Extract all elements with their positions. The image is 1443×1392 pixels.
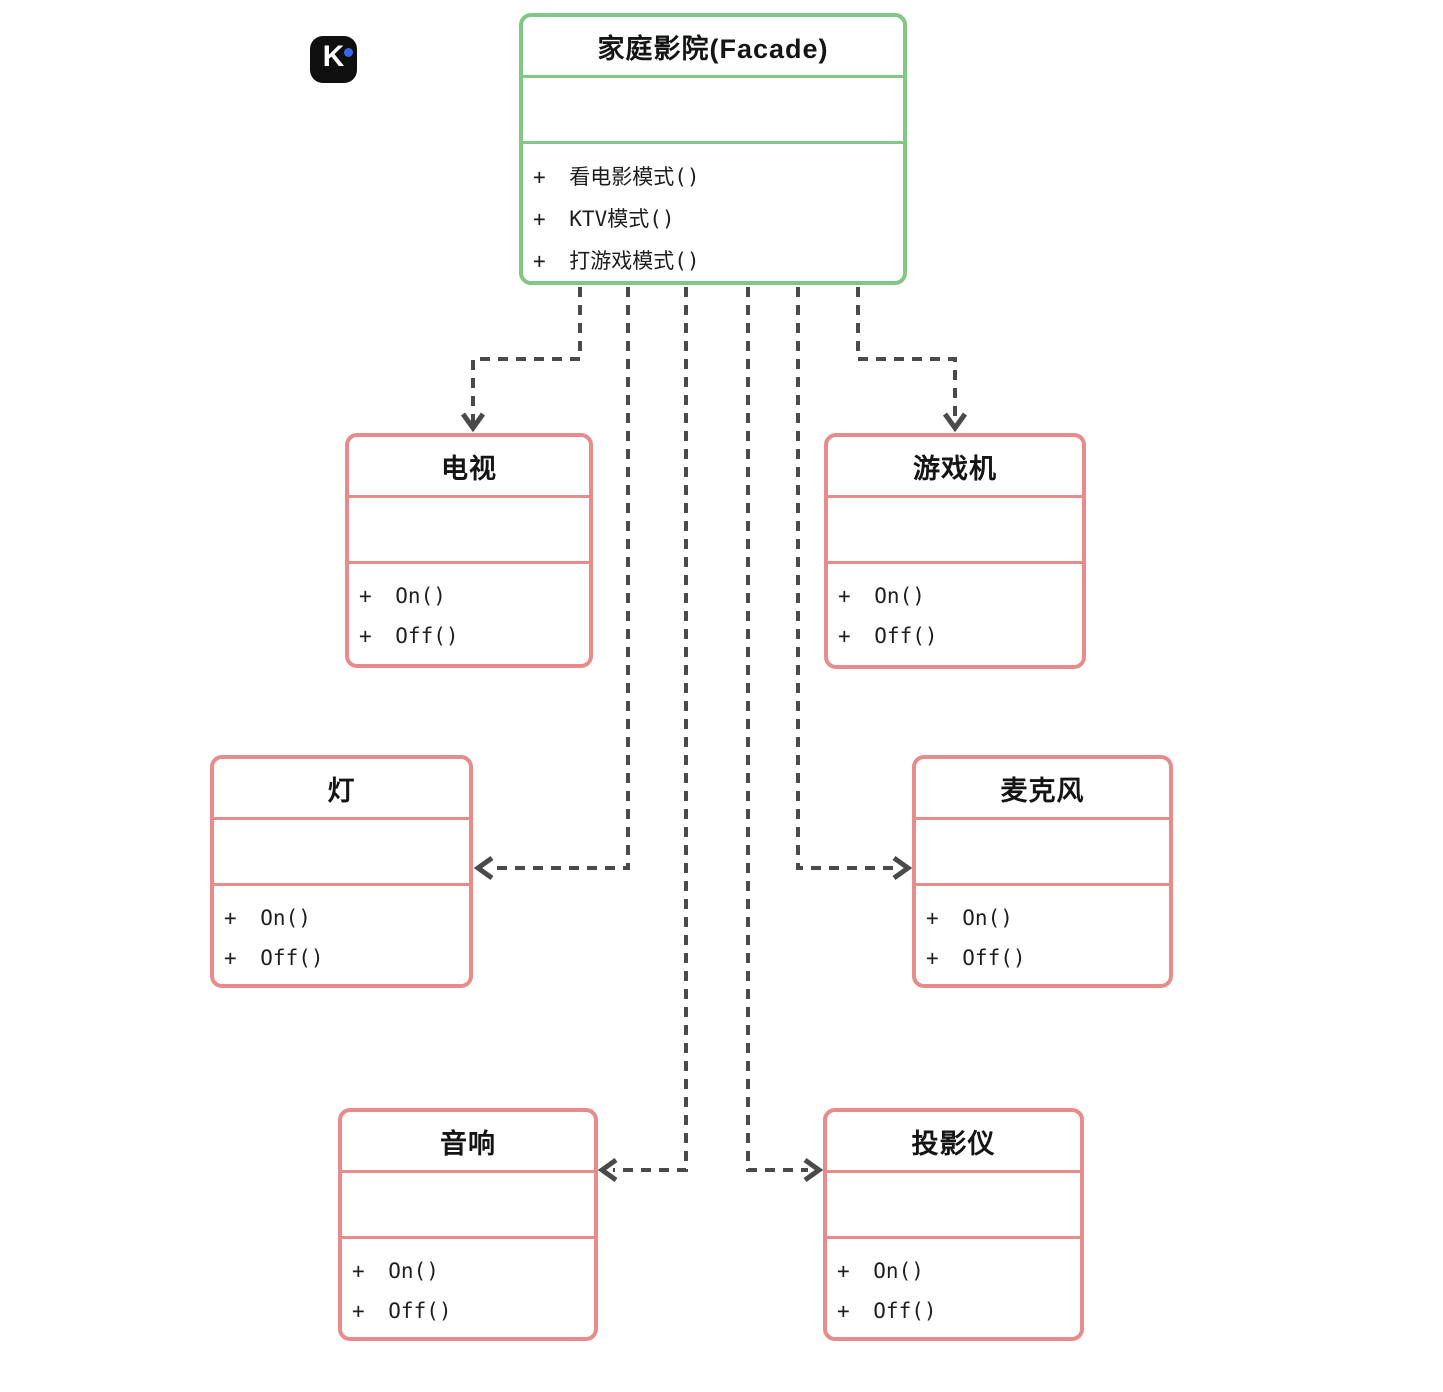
class-game-console: 游戏机 + On() + Off() xyxy=(824,433,1086,669)
class-tv: 电视 + On() + Off() xyxy=(345,433,593,668)
method-gaming-mode: + 打游戏模式() xyxy=(533,249,700,273)
class-light-methods: + On() + Off() xyxy=(214,886,469,984)
method-on: + On() xyxy=(838,584,925,608)
class-game-console-title: 游戏机 xyxy=(828,437,1082,498)
class-game-console-methods: + On() + Off() xyxy=(828,564,1082,665)
class-microphone-title: 麦克风 xyxy=(916,759,1169,820)
class-facade: 家庭影院(Facade) + 看电影模式() + KTV模式() + 打游戏模式… xyxy=(519,13,907,285)
logo-dot-icon xyxy=(344,48,353,57)
class-light-attributes xyxy=(214,820,469,886)
arrowhead-down-game-console-icon xyxy=(942,412,968,433)
class-facade-title: 家庭影院(Facade) xyxy=(523,17,903,78)
arrowhead-right-microphone-icon xyxy=(892,855,913,881)
arrowhead-left-speaker-icon xyxy=(597,1157,618,1183)
app-logo-icon: K xyxy=(310,36,357,83)
class-microphone-methods: + On() + Off() xyxy=(916,886,1169,984)
class-projector-title: 投影仪 xyxy=(827,1112,1080,1173)
class-projector: 投影仪 + On() + Off() xyxy=(823,1108,1084,1341)
method-on: + On() xyxy=(352,1259,439,1283)
connector-facade-to-projector xyxy=(746,287,808,1172)
class-facade-methods: + 看电影模式() + KTV模式() + 打游戏模式() xyxy=(523,144,903,282)
class-speaker-methods: + On() + Off() xyxy=(342,1239,594,1337)
method-on: + On() xyxy=(837,1259,924,1283)
class-projector-methods: + On() + Off() xyxy=(827,1239,1080,1337)
method-off: + Off() xyxy=(352,1299,452,1323)
class-microphone: 麦克风 + On() + Off() xyxy=(912,755,1173,988)
class-tv-methods: + On() + Off() xyxy=(349,564,589,664)
class-speaker: 音响 + On() + Off() xyxy=(338,1108,598,1341)
method-off: + Off() xyxy=(926,946,1026,970)
class-microphone-attributes xyxy=(916,820,1169,886)
class-light: 灯 + On() + Off() xyxy=(210,755,473,988)
class-tv-title: 电视 xyxy=(349,437,589,498)
connector-facade-to-tv xyxy=(471,287,582,424)
method-off: + Off() xyxy=(838,624,938,648)
class-facade-attributes xyxy=(523,78,903,144)
arrowhead-right-projector-icon xyxy=(803,1157,824,1183)
connector-facade-to-microphone xyxy=(796,287,898,870)
class-speaker-title: 音响 xyxy=(342,1112,594,1173)
class-projector-attributes xyxy=(827,1173,1080,1239)
method-on: + On() xyxy=(359,584,446,608)
connector-facade-to-light xyxy=(492,287,630,870)
method-off: + Off() xyxy=(837,1299,937,1323)
method-off: + Off() xyxy=(359,624,459,648)
class-light-title: 灯 xyxy=(214,759,469,820)
method-watch-movie-mode: + 看电影模式() xyxy=(533,165,700,189)
class-game-console-attributes xyxy=(828,498,1082,564)
method-on: + On() xyxy=(926,906,1013,930)
arrowhead-down-tv-icon xyxy=(460,412,486,433)
arrowhead-left-light-icon xyxy=(473,855,494,881)
method-ktv-mode: + KTV模式() xyxy=(533,207,675,231)
method-off: + Off() xyxy=(224,946,324,970)
class-tv-attributes xyxy=(349,498,589,564)
connector-facade-to-speaker xyxy=(613,287,688,1172)
class-speaker-attributes xyxy=(342,1173,594,1239)
logo-letter: K xyxy=(322,40,345,73)
method-on: + On() xyxy=(224,906,311,930)
connector-facade-to-game-console xyxy=(856,287,957,424)
